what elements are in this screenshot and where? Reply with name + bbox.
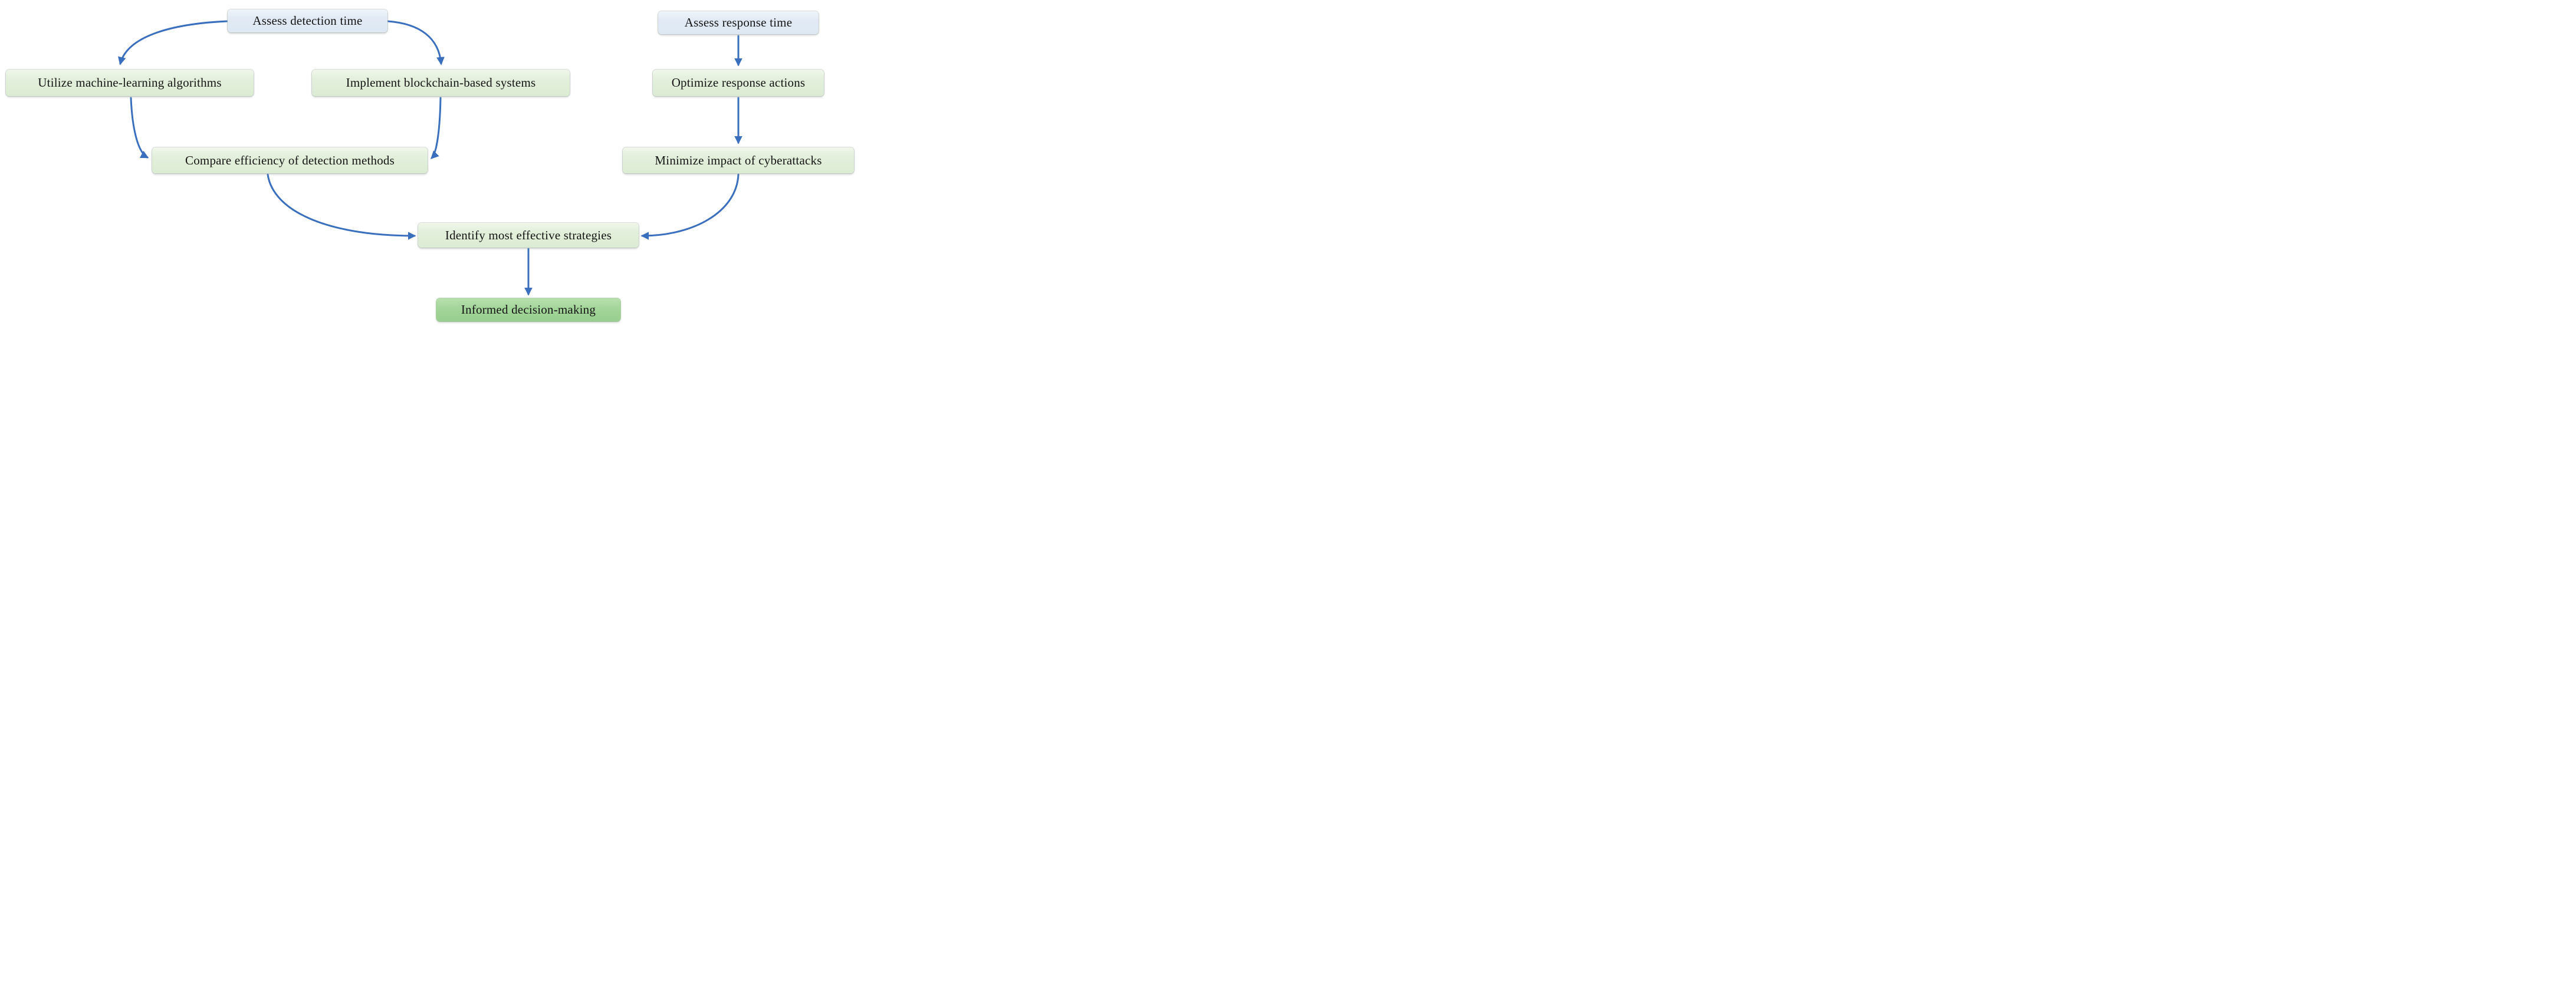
node-implement-blockchain-based-systems: Implement blockchain-based systems (312, 70, 570, 96)
edge-compare-to-identify (267, 173, 416, 240)
node-assess-detection-time: Assess detection time (228, 9, 387, 32)
node-label: Assess detection time (252, 14, 363, 28)
node-label: Implement blockchain-based systems (346, 75, 536, 90)
edge-assess-detection-to-utilize (118, 20, 229, 65)
node-identify-most-effective-strategies: Identify most effective strategies (418, 223, 639, 248)
node-informed-decision-making: Informed decision-making (436, 298, 620, 321)
edge-assess-detection-to-implement (386, 20, 445, 65)
node-label: Compare efficiency of detection methods (185, 153, 395, 167)
node-label: Assess response time (684, 15, 793, 29)
edge-minimize-to-identify (640, 173, 740, 240)
node-label: Optimize response actions (671, 75, 806, 90)
node-label: Utilize machine-learning algorithms (38, 75, 222, 90)
node-label: Informed decision-making (461, 302, 596, 317)
edge-implement-to-compare (431, 97, 442, 159)
flowchart-figure: Assess detection time Assess response ti… (0, 0, 859, 330)
node-label: Identify most effective strategies (445, 228, 612, 242)
node-minimize-impact-of-cyberattacks: Minimize impact of cyberattacks (623, 147, 854, 173)
node-utilize-machine-learning-algorithms: Utilize machine-learning algorithms (6, 70, 254, 96)
node-assess-response-time: Assess response time (658, 11, 819, 34)
edge-utilize-to-compare (130, 97, 149, 159)
node-compare-efficiency-of-detection-methods: Compare efficiency of detection methods (152, 147, 428, 173)
edges-layer (118, 20, 742, 296)
node-optimize-response-actions: Optimize response actions (653, 70, 824, 96)
node-label: Minimize impact of cyberattacks (655, 153, 822, 167)
